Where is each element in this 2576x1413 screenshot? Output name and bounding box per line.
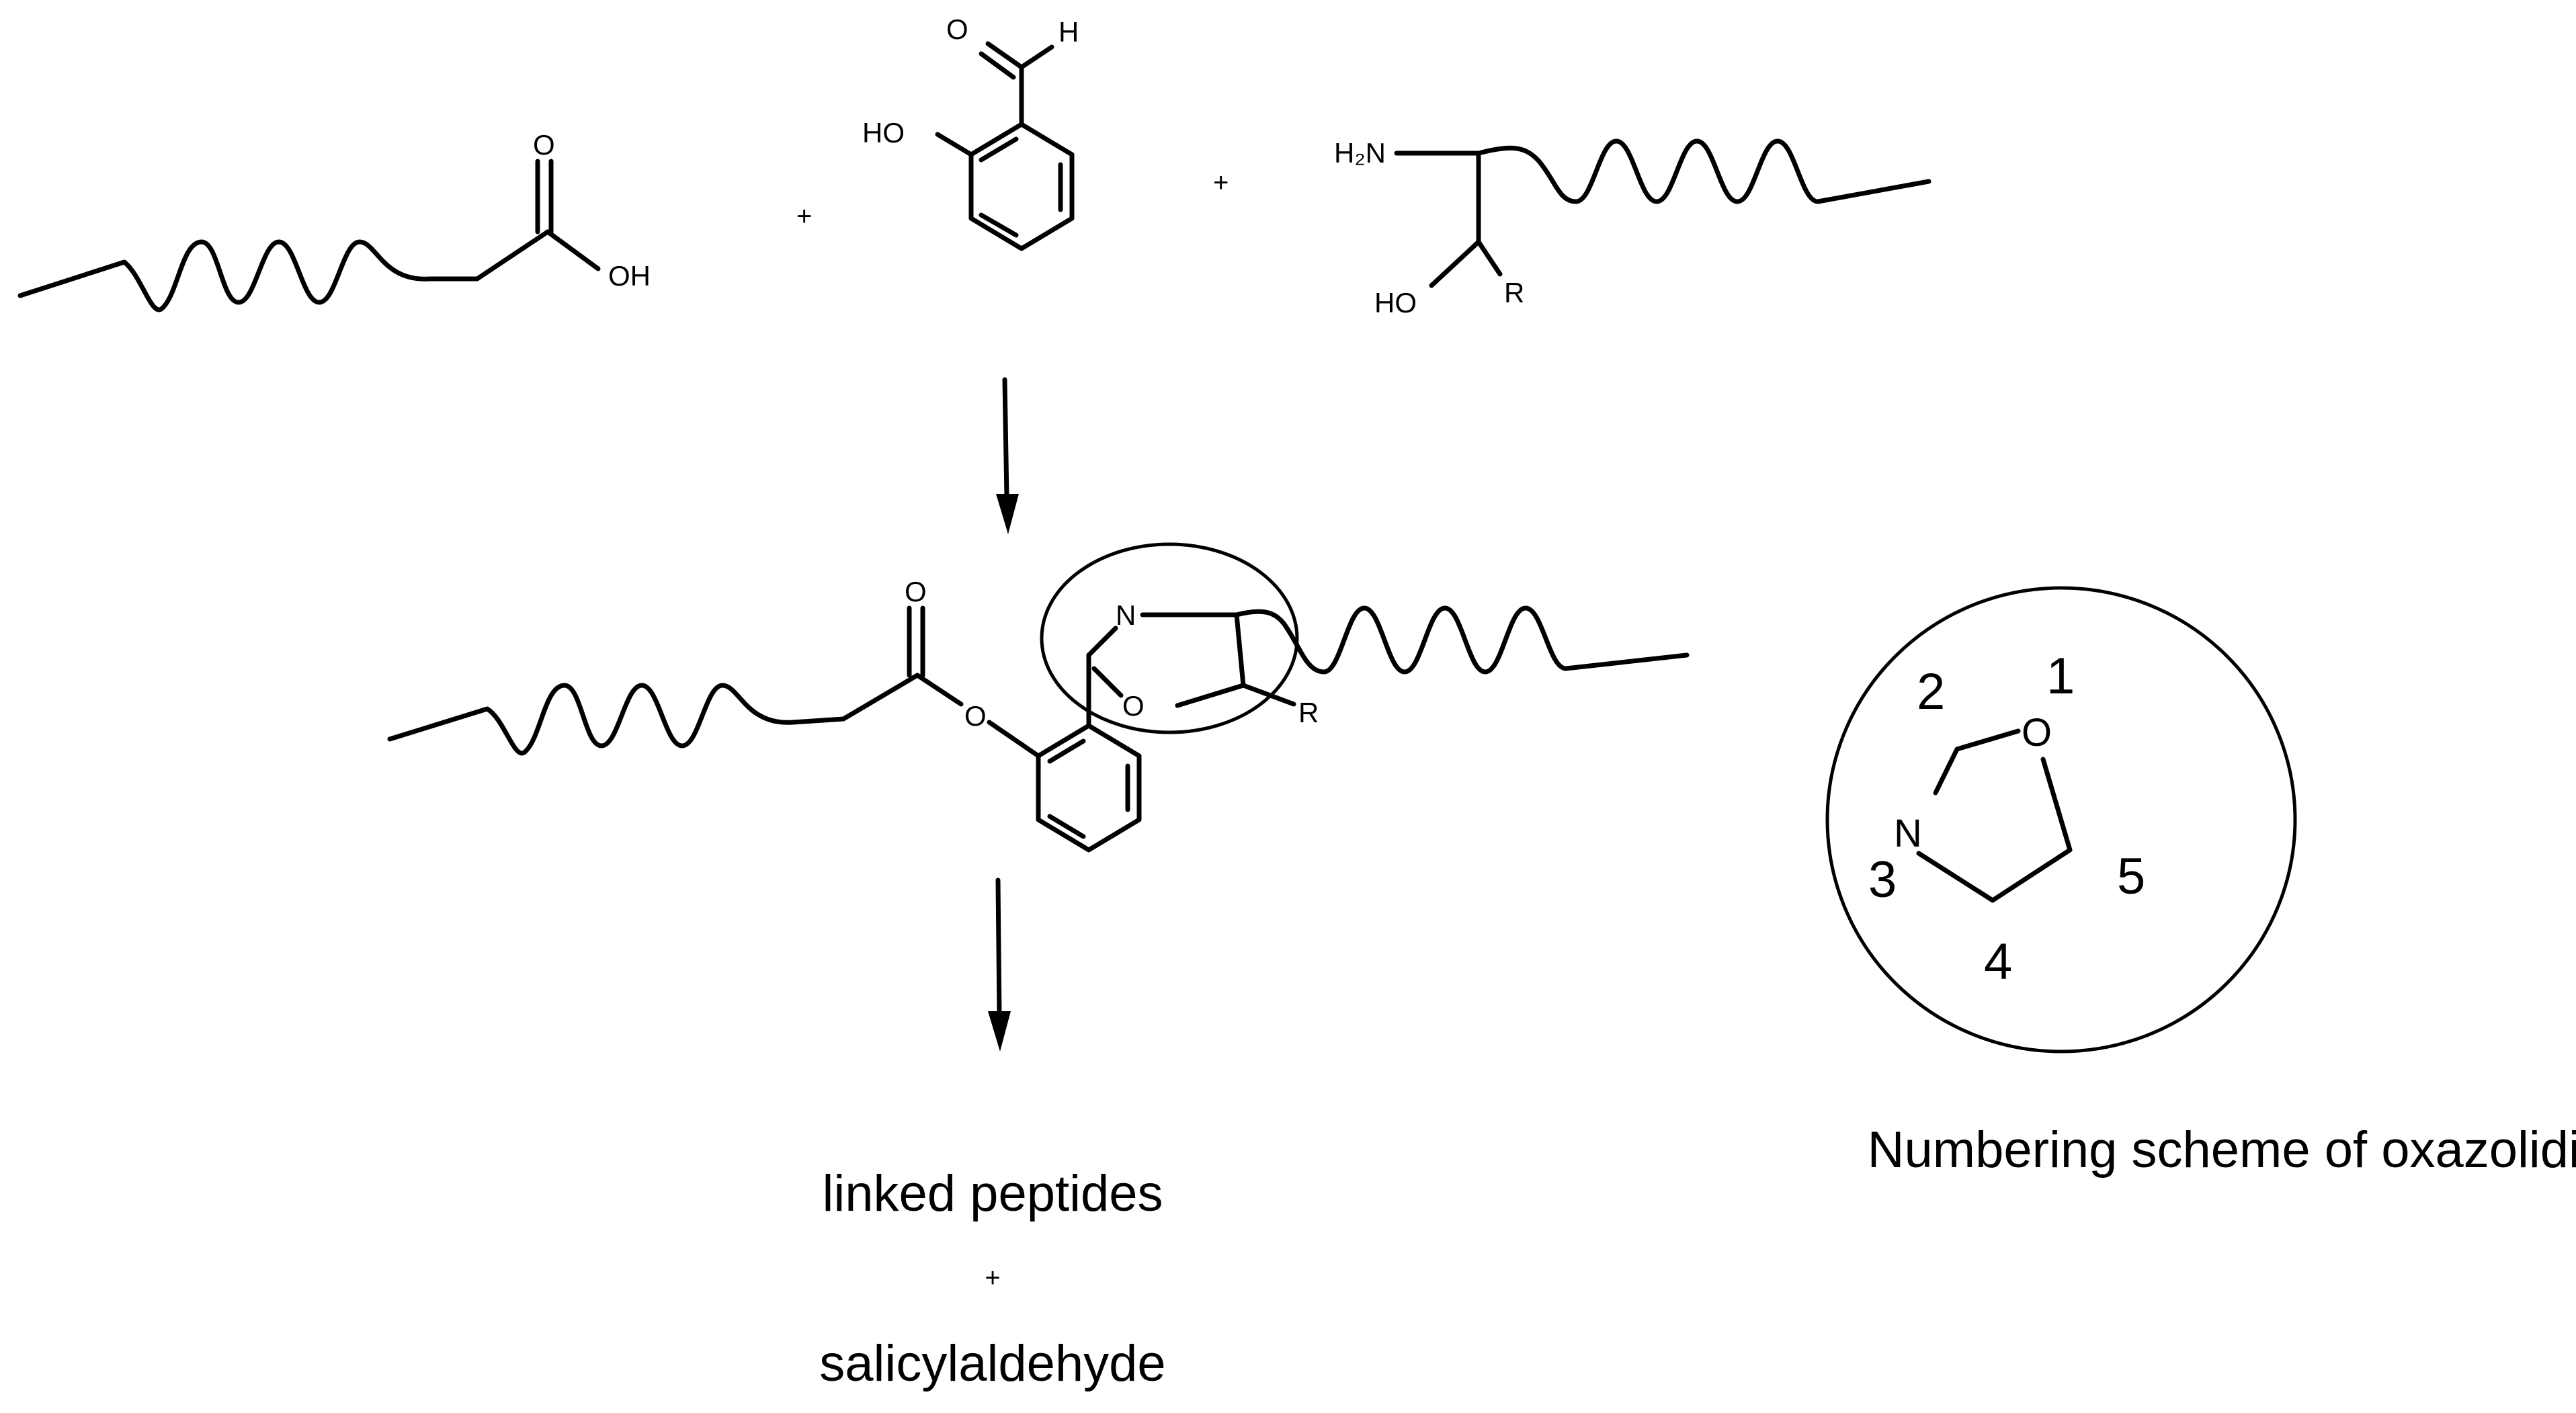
oxazolidine-highlight-ellipse <box>1040 542 1299 734</box>
product-salicylaldehyde: salicylaldehyde <box>819 1335 1165 1392</box>
acid-hydroxyl: OH <box>608 260 651 292</box>
acid-chain-bond <box>474 229 550 282</box>
aryl-ring <box>1036 723 1142 853</box>
benzene-ring <box>968 122 1075 251</box>
amine-hydroxyl: HO <box>1374 287 1417 318</box>
ester-carbonyl-oxygen: O <box>905 576 927 607</box>
phenol-bond <box>935 132 974 157</box>
inset-ring-bonds <box>1916 728 2073 903</box>
peptide-chain-wavy <box>17 239 480 312</box>
numbering-inset: N O 1 2 3 4 5 <box>1825 586 2297 1054</box>
aryl-inner-double-bonds <box>1047 738 1130 839</box>
phenol-hydroxyl: HO <box>862 117 905 148</box>
beta-carbon-r-bond <box>1476 239 1503 277</box>
beta-carbon-oh-bond <box>1429 239 1481 288</box>
aldehyde-oxygen: O <box>946 13 968 45</box>
c4-c5-bond <box>1234 612 1246 688</box>
amine-r-group: R <box>1504 277 1524 308</box>
reactant-salicylaldehyde: O H HO <box>862 13 1079 251</box>
ring-number-4: 4 <box>1984 933 2012 990</box>
aldehyde-h-bond <box>1019 44 1054 70</box>
plus-sign-2: + <box>1213 168 1229 198</box>
o1-c2-bond <box>1091 666 1124 698</box>
ring-number-1: 1 <box>2046 648 2075 705</box>
ring-number-2: 2 <box>1917 663 1945 720</box>
reactant-amino-alcohol: H₂N HO R <box>1334 137 1931 318</box>
intermediate-product: O O N O R <box>387 542 1690 853</box>
reaction-arrow-1 <box>996 377 1019 534</box>
product-plus-sign: + <box>985 1263 1000 1293</box>
product-linked-peptides: linked peptides <box>822 1165 1163 1222</box>
oxazolidine-nitrogen: N <box>1116 599 1136 631</box>
aldehyde-hydrogen: H <box>1058 16 1079 48</box>
c2-n3-bond <box>1086 626 1118 658</box>
acid-carbonyl-double-bond <box>535 159 554 234</box>
acid-c-oh-bond <box>545 229 601 271</box>
inset-nitrogen: N <box>1894 812 1922 855</box>
ring-number-3: 3 <box>1868 851 1897 908</box>
peptide-chain-wavy-3 <box>387 683 846 756</box>
ester-chain-bond <box>841 673 920 722</box>
reaction-arrow-2 <box>988 877 1011 1052</box>
oxazolidine-r-group: R <box>1298 697 1319 728</box>
ester-o-bond <box>915 673 964 707</box>
oxazolidine-oxygen: O <box>1122 690 1145 722</box>
ester-ring-bond <box>987 720 1041 759</box>
plus-sign-1: + <box>796 202 812 231</box>
aldehyde-double-bond <box>979 41 1024 80</box>
inset-oxygen: O <box>2022 711 2052 755</box>
c5-o1-bond <box>1175 683 1246 708</box>
ester-carbonyl-double-bond <box>907 605 925 678</box>
inset-circle <box>1825 586 2297 1054</box>
acid-carbonyl-oxygen: O <box>533 129 555 161</box>
peptide-chain-wavy-4 <box>1234 605 1690 675</box>
inset-caption: Numbering scheme of oxazolidine ring <box>1868 1121 2576 1179</box>
amine-group: H₂N <box>1334 137 1386 169</box>
benzene-inner-double-bonds <box>979 136 1063 238</box>
reactant-acid: O OH <box>17 129 651 312</box>
ester-oxygen: O <box>964 700 987 732</box>
c5-r-bond <box>1241 683 1296 707</box>
ring-number-5: 5 <box>2117 848 2145 905</box>
peptide-chain-wavy-2 <box>1476 138 1931 204</box>
